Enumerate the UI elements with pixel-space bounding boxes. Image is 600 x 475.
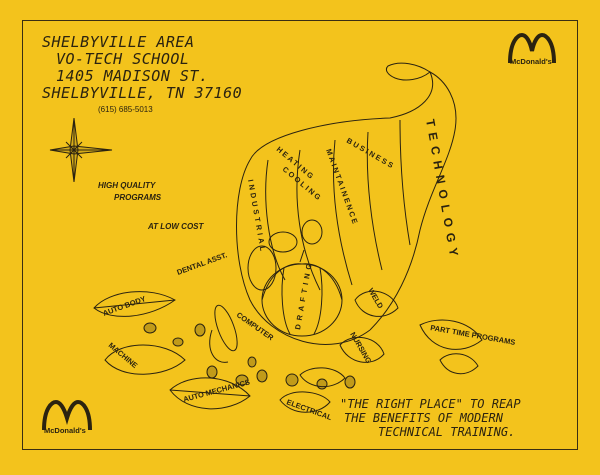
- program-nursing: NURSING: [348, 331, 373, 366]
- program-dental: DENTAL ASST.: [176, 250, 229, 277]
- program-auto-mechanics: AUTO MECHANICS: [182, 377, 251, 403]
- program-computer: COMPUTER: [235, 310, 276, 342]
- program-electrical: ELECTRICAL: [285, 397, 333, 422]
- address-street: 1405 MADISON ST.: [56, 67, 209, 85]
- program-business: BUSINESS: [345, 136, 397, 171]
- technology-word: TECHNOLOGY: [423, 118, 462, 263]
- mcdonalds-logo-bottom: McDonald's: [40, 400, 94, 442]
- border-frame: [22, 20, 578, 450]
- program-maintenance: MAINTAINENCE: [324, 148, 360, 227]
- slogan-line1: "THE RIGHT PLACE" TO REAP: [340, 397, 521, 411]
- golden-arches-icon: [42, 400, 92, 431]
- program-auto-body: AUTO BODY: [102, 294, 147, 318]
- golden-arches-icon: [508, 33, 556, 64]
- address-city: SHELBYVILLE, TN 37160: [42, 84, 243, 102]
- slogan-line2: THE BENEFITS OF MODERN: [344, 411, 503, 425]
- mcdonalds-wordmark-top: McDonald's: [510, 57, 552, 66]
- compass-icon: [49, 117, 113, 183]
- mcdonalds-wordmark-bottom: McDonald's: [44, 426, 86, 435]
- program-machine: MACHINE: [107, 341, 140, 370]
- program-part-time: PART TIME PROGRAMS: [430, 323, 516, 347]
- tagline-programs: PROGRAMS: [114, 193, 162, 202]
- program-industrial: INDUSTRIAL: [246, 179, 268, 255]
- tagline-high-quality: HIGH QUALITY: [98, 181, 156, 190]
- program-drafting: DRAFTING: [293, 259, 314, 330]
- slogan-line3: TECHNICAL TRAINING.: [378, 425, 516, 439]
- program-weld: WELD: [366, 287, 385, 311]
- tagline-low-cost: AT LOW COST: [148, 222, 204, 231]
- school-name-line2: VO-TECH SCHOOL: [56, 50, 190, 68]
- school-name-line1: SHELBYVILLE AREA: [42, 33, 195, 51]
- phone-number: (615) 685-5013: [98, 105, 153, 114]
- mcdonalds-logo-top: McDonald's: [506, 33, 558, 73]
